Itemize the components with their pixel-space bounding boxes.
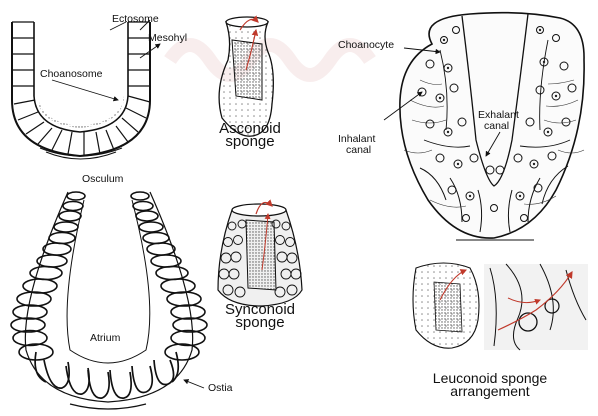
label-choanosome: Choanosome xyxy=(40,69,102,80)
label-inhalant-line2: canal xyxy=(338,145,375,156)
label-osculum: Osculum xyxy=(82,174,123,185)
caption-synconoid: Synconoid sponge xyxy=(206,303,314,329)
label-ostia: Ostia xyxy=(208,383,233,394)
caption-asconoid-line2: sponge xyxy=(204,135,296,148)
synconoid-vase xyxy=(218,202,302,306)
label-atrium: Atrium xyxy=(90,333,120,344)
synconoid-section xyxy=(11,192,207,409)
label-inhalant-canal: Inhalant canal xyxy=(338,134,375,156)
label-choanocyte: Choanocyte xyxy=(338,40,394,51)
label-ectosome: Ectosome xyxy=(112,14,159,25)
caption-leuconoid-line2: arrangement xyxy=(404,385,576,398)
label-exhalant-canal: Exhalant canal xyxy=(478,110,519,132)
leuconoid-detail-chamber xyxy=(484,264,588,350)
asconoid-vase xyxy=(219,17,273,136)
label-mesohyl: Mesohyl xyxy=(148,33,187,44)
caption-synconoid-line2: sponge xyxy=(206,316,314,329)
caption-leuconoid: Leuconoid sponge arrangement xyxy=(404,372,576,398)
caption-asconoid: Asconoid sponge xyxy=(204,122,296,148)
leuconoid-detail-vase xyxy=(413,263,479,348)
label-exhalant-line2: canal xyxy=(478,121,519,132)
asconoid-section xyxy=(12,20,160,159)
